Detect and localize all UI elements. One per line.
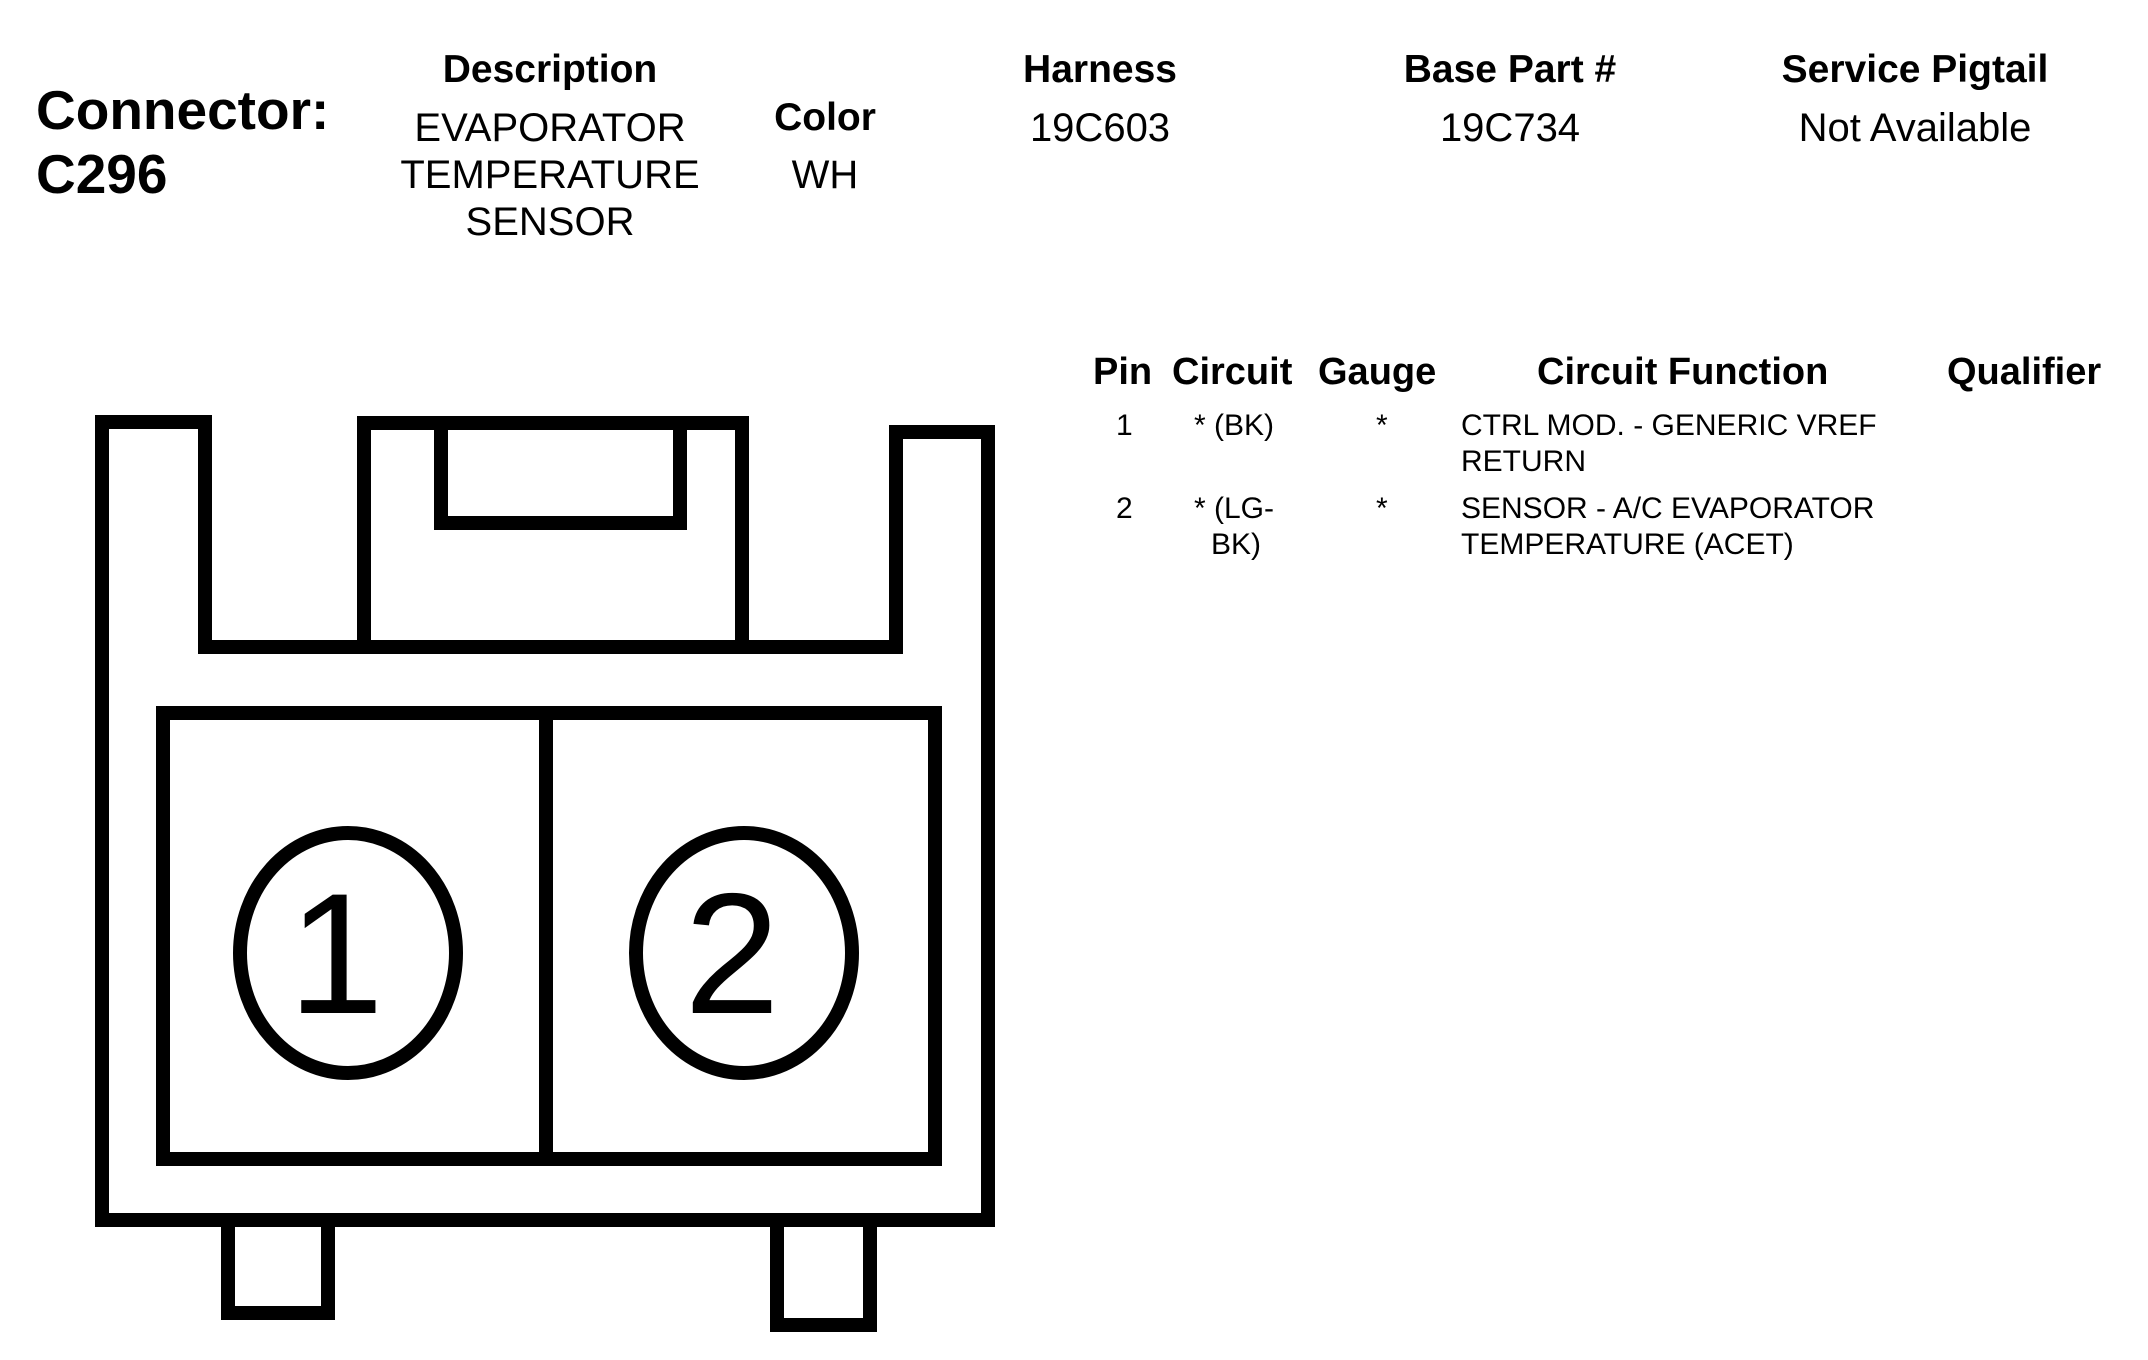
- gauge-cell: *: [1376, 409, 1388, 442]
- pin-number: 2: [1116, 492, 1133, 525]
- description-line: TEMPERATURE: [400, 153, 700, 197]
- circuit-cell: * (LG- BK): [1194, 491, 1274, 563]
- base-part-value: 19C734: [1439, 106, 1581, 150]
- function-line: SENSOR - A/C EVAPORATOR: [1461, 492, 1875, 525]
- connector-housing-outline: [95, 415, 995, 1227]
- gauge-cell: *: [1376, 492, 1388, 525]
- description-line: SENSOR: [465, 200, 635, 244]
- function-line: RETURN: [1461, 445, 1586, 478]
- pin-table-header-gauge: Gauge: [1318, 351, 1437, 393]
- pin-1-label: 1: [288, 858, 384, 1050]
- service-pigtail-header: Service Pigtail: [1781, 48, 2049, 91]
- pin-1-circle: [233, 826, 463, 1080]
- circuit-cell: * (BK): [1194, 408, 1274, 444]
- mounting-foot-right: [770, 1220, 877, 1332]
- mounting-foot-left: [221, 1220, 335, 1320]
- color-value: WH: [791, 153, 859, 197]
- pin-2-label: 2: [684, 858, 780, 1050]
- harness-header: Harness: [1023, 48, 1177, 91]
- function-line: TEMPERATURE (ACET): [1461, 528, 1794, 561]
- description-line: EVAPORATOR: [414, 106, 686, 150]
- service-pigtail-value: Not Available: [1798, 106, 2032, 150]
- pin-number: 1: [1116, 409, 1133, 442]
- pin-table-header-qualifier: Qualifier: [1947, 351, 2102, 393]
- function-line: CTRL MOD. - GENERIC VREF: [1461, 409, 1877, 442]
- latch-tab: [434, 418, 687, 530]
- pin-table-header-circuit: Circuit: [1172, 351, 1293, 393]
- function-cell: CTRL MOD. - GENERIC VREF RETURN: [1461, 408, 1877, 480]
- circuit-line: * (BK): [1194, 409, 1275, 442]
- pin-table-header-function: Circuit Function: [1537, 351, 1829, 393]
- circuit-line: BK): [1211, 528, 1262, 561]
- locking-latch: [357, 416, 749, 647]
- harness-value: 19C603: [1029, 106, 1171, 150]
- connector-label: Connector:: [36, 79, 330, 141]
- description-header: Description: [442, 48, 658, 91]
- circuit-line: * (LG-: [1194, 492, 1275, 525]
- connector-id: C296: [36, 143, 168, 205]
- base-part-header: Base Part #: [1403, 48, 1617, 91]
- pin-2-circle: [629, 826, 859, 1080]
- description-value: EVAPORATOR TEMPERATURE SENSOR: [360, 105, 740, 246]
- pin-table-header-pin: Pin: [1093, 351, 1153, 393]
- function-cell: SENSOR - A/C EVAPORATOR TEMPERATURE (ACE…: [1461, 491, 1874, 563]
- color-header: Color: [774, 96, 876, 139]
